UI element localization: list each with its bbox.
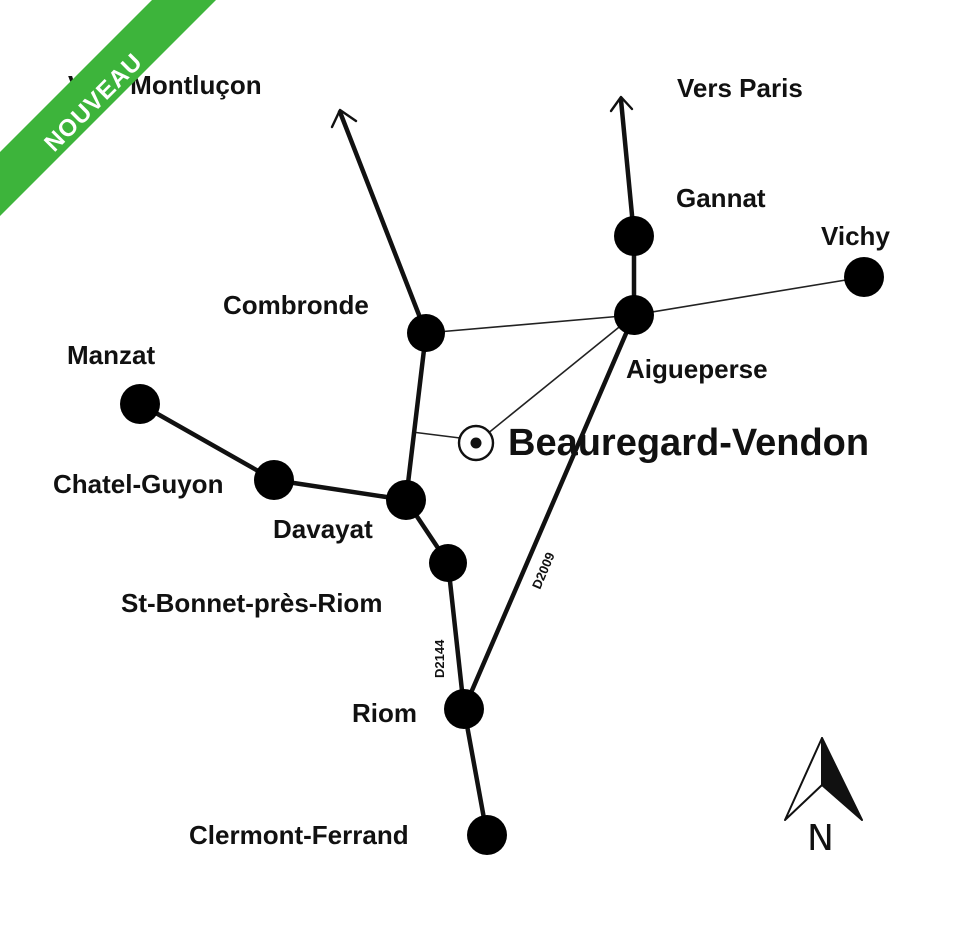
dot-clermont[interactable] <box>467 815 507 855</box>
label-clermont: Clermont-Ferrand <box>189 820 409 850</box>
arrow-paris <box>609 95 634 113</box>
arrow-montlucon <box>330 108 358 129</box>
road-to-montlucon <box>337 109 429 336</box>
link-aigueperse-vichy <box>633 276 865 316</box>
link-combronde-aigueperse <box>425 314 635 334</box>
dot-riom[interactable] <box>444 689 484 729</box>
road-manzat-chatel <box>137 401 277 483</box>
label-beauregard-vendon: Beauregard-Vendon <box>508 422 869 464</box>
label-vers-paris: Vers Paris <box>677 73 803 103</box>
label-davayat: Davayat <box>273 514 373 544</box>
label-aigueperse: Aigueperse <box>626 354 768 384</box>
dot-chatel-guyon[interactable] <box>254 460 294 500</box>
road-chatel-davayat <box>271 477 409 503</box>
road-stbonnet-riom <box>445 560 467 712</box>
badge-ribbon <box>0 0 216 216</box>
road-riom-clermont <box>461 706 490 838</box>
dot-vichy[interactable] <box>844 257 884 297</box>
label-st-bonnet: St-Bonnet-près-Riom <box>121 588 382 618</box>
label-chatel-guyon: Chatel-Guyon <box>53 469 223 499</box>
dot-manzat[interactable] <box>120 384 160 424</box>
label-gannat: Gannat <box>676 183 766 213</box>
road-label-d2009: D2009 <box>529 550 558 591</box>
label-manzat: Manzat <box>67 340 155 370</box>
dot-aigueperse[interactable] <box>614 295 654 335</box>
secondary-links <box>411 276 865 444</box>
road-combronde-davayat <box>403 330 429 503</box>
dot-combronde[interactable] <box>407 314 445 352</box>
dot-gannat[interactable] <box>614 216 654 256</box>
town-labels: Gannat Vichy Combronde Aigueperse Manzat… <box>53 70 890 850</box>
dot-davayat[interactable] <box>386 480 426 520</box>
compass-letter: N <box>807 818 834 859</box>
main-roads <box>137 97 637 838</box>
label-riom: Riom <box>352 698 417 728</box>
label-combronde: Combronde <box>223 290 369 320</box>
link-aigueperse-beauregard <box>475 314 635 444</box>
target-marker-icon[interactable] <box>457 424 495 462</box>
label-vichy: Vichy <box>821 221 890 251</box>
town-dots <box>120 216 884 855</box>
direction-arrows <box>330 95 634 129</box>
dot-st-bonnet[interactable] <box>429 544 467 582</box>
road-riom-aigueperse <box>461 312 637 712</box>
road-to-paris <box>618 97 637 239</box>
north-arrow-icon: N <box>784 737 863 859</box>
new-badge: NOUVEAU <box>0 0 216 216</box>
road-label-d2144: D2144 <box>432 639 447 678</box>
link-main-beauregard <box>411 431 461 439</box>
